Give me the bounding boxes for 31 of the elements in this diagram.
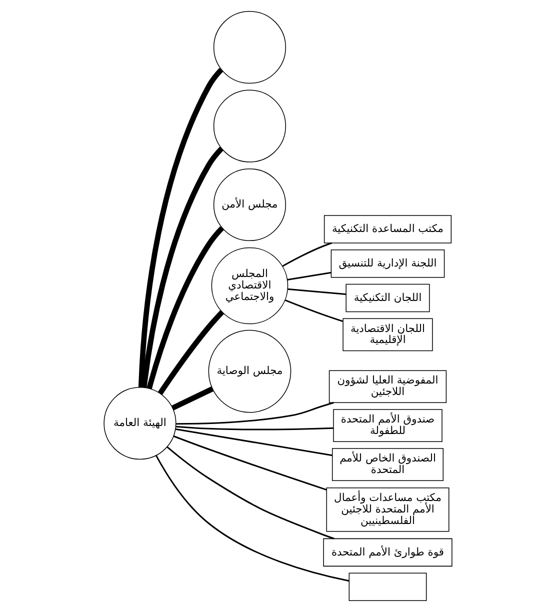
connector — [170, 386, 214, 410]
connector — [284, 299, 343, 322]
node-circle: مجلس الأمن — [212, 168, 286, 242]
connector — [146, 226, 224, 390]
connector — [173, 436, 326, 491]
connector — [287, 288, 346, 296]
node-box: مكتب مساعدات وأعمال الأمم المتحدة للاجئين الفلسطينيين — [326, 487, 449, 532]
connector — [176, 402, 334, 425]
connector — [154, 455, 349, 582]
node-box: المفوضية العليا لشؤون اللاجئين — [328, 370, 446, 404]
node-box: اللجان التكنيكية — [345, 284, 430, 312]
node-box: اللجنة الإدارية للتنسيق — [330, 249, 444, 278]
node-circle — [212, 90, 286, 162]
node-circle: المجلس الاقتصادي والاجتماعي — [210, 247, 288, 324]
node-box: اللجان الاقتصادية الإقليمية — [342, 318, 432, 352]
node-box: قوة طوارئ الأمم المتحدة — [322, 538, 452, 567]
node-circle: مجلس الوصاية — [208, 330, 291, 413]
connector — [157, 310, 224, 395]
node-circle: الهيئة العامة — [103, 387, 176, 460]
node-box: صندوق الأمم المتحدة للطفولة — [332, 409, 442, 442]
connector — [286, 272, 331, 280]
node-box — [348, 572, 426, 601]
connector — [174, 428, 332, 456]
node-box: الصندوق الخاص للأمم المتحدة — [331, 448, 444, 481]
connector — [140, 146, 224, 388]
node-box: مكتب المساعدة التكنيكية — [323, 215, 452, 244]
connector — [166, 446, 334, 540]
connector — [282, 242, 332, 267]
connector — [138, 68, 223, 388]
connector — [175, 426, 333, 430]
node-circle — [212, 11, 286, 84]
